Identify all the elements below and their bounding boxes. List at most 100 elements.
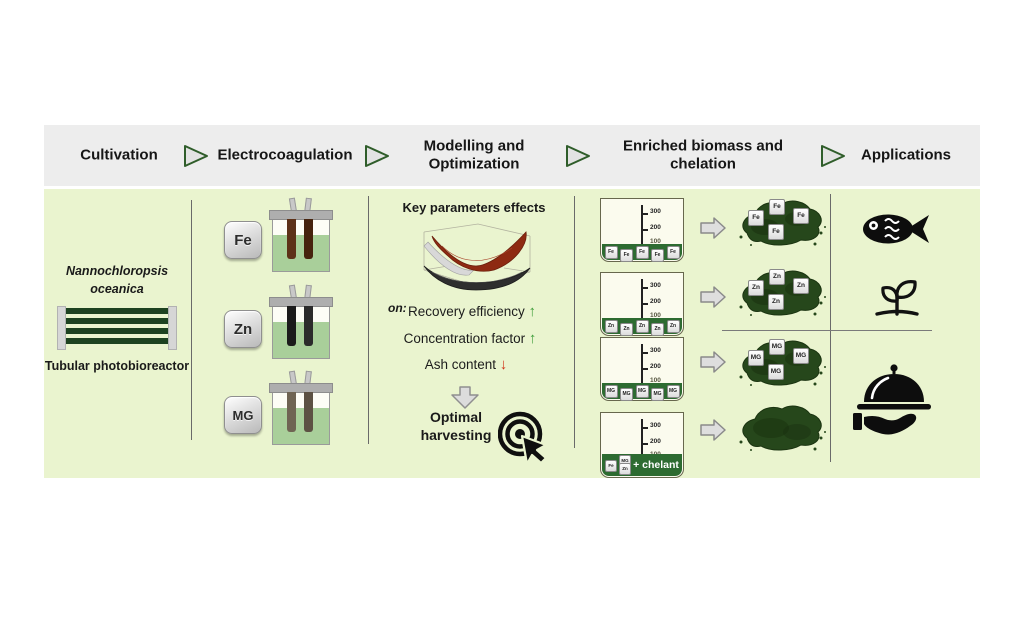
- metal-chip: Fe: [769, 199, 785, 215]
- flow-arrow-icon: [821, 144, 845, 167]
- metal-key-fe: Fe: [224, 221, 262, 259]
- scale-label: 200: [650, 298, 661, 305]
- metal-chip: Zn: [635, 319, 649, 333]
- biomass-pile-mg: MG MG MG MG: [735, 337, 827, 389]
- cell-lid: [269, 383, 333, 393]
- metal-chip: MG: [768, 364, 784, 380]
- scale-label: 100: [650, 312, 661, 319]
- scale-label: 200: [650, 224, 661, 231]
- column-divider: [191, 200, 192, 440]
- target-cursor-icon: [498, 411, 548, 466]
- metal-chip: Fe: [748, 210, 764, 226]
- metal-chip: Zn: [619, 463, 631, 475]
- scale-tick: [641, 287, 648, 289]
- right-arrow-icon: [700, 351, 726, 373]
- metal-key-label: Fe: [234, 231, 252, 249]
- settling-beaker-fe: 300 200 100 Fe Fe Fe Fe Fe: [600, 198, 684, 262]
- metal-chip: MG: [604, 384, 618, 398]
- stage-electrocoagulation: Electrocoagulation: [217, 146, 352, 165]
- applications-divider: [722, 330, 932, 331]
- food-serving-icon: [853, 364, 931, 435]
- metal-chip: Fe: [768, 224, 784, 240]
- flow-arrow-icon: [566, 144, 590, 167]
- tubular-photobioreactor-graphic: [57, 306, 177, 350]
- reactor-tube: [63, 318, 171, 324]
- right-arrow-icon: [700, 419, 726, 441]
- right-arrow-icon: [700, 217, 726, 239]
- cell-lid: [269, 297, 333, 307]
- scale-tick: [641, 213, 648, 215]
- up-arrow-icon: ↑: [528, 330, 537, 347]
- metal-chip: MG: [769, 339, 785, 355]
- settled-biomass: Fe Fe Fe Fe Fe: [602, 244, 682, 262]
- flow-arrow-icon: [184, 144, 208, 167]
- stage-label-text: Modelling and: [423, 136, 525, 154]
- right-arrow-icon: [700, 286, 726, 308]
- stage-enriched-biomass: Enriched biomass and chelation: [623, 137, 783, 175]
- seedling-icon: [875, 280, 919, 316]
- metal-chip: Fe: [651, 248, 664, 262]
- scale-tick: [641, 443, 648, 445]
- electrode: [304, 219, 313, 259]
- column-divider: [368, 196, 369, 444]
- electrode: [304, 392, 313, 432]
- optimal-line: Optimal: [429, 409, 483, 425]
- electrocoagulation-cell-zn: [269, 284, 333, 359]
- effect-ash-content: Ash content ↓: [356, 356, 576, 373]
- scale-label: 100: [650, 377, 661, 384]
- metal-chip: Fe: [666, 245, 680, 259]
- settled-biomass: MG MG MG MG MG: [602, 383, 682, 401]
- species-name: Nannochloropsis oceanica: [42, 263, 192, 298]
- reactor-end-cap: [57, 306, 66, 350]
- culture-liquid: [273, 408, 329, 444]
- key-parameters-title: Key parameters effects: [402, 200, 546, 215]
- effect-recovery-efficiency: Recovery efficiency ↑: [362, 303, 582, 320]
- reactor-end-cap: [168, 306, 177, 350]
- stage-modelling-optimization: Modelling and Optimization: [424, 137, 525, 175]
- scale-tick: [641, 229, 648, 231]
- reactor-tube: [63, 338, 171, 344]
- reactor-tube: [63, 308, 171, 314]
- metal-chip: Zn: [651, 322, 664, 336]
- scale-label: 200: [650, 363, 661, 370]
- optimal-harvesting-label: Optimal harvesting: [421, 408, 492, 444]
- settling-beaker-zn: 300 200 100 Zn Zn Zn Zn Zn: [600, 272, 684, 336]
- metal-chip: MG: [620, 387, 633, 401]
- settled-biomass: Zn Zn Zn Zn Zn: [602, 318, 682, 336]
- scale-label: 300: [650, 282, 661, 289]
- scale-label: 100: [650, 238, 661, 245]
- cell-lid: [269, 210, 333, 220]
- electrode: [287, 306, 296, 346]
- cell-vessel: [272, 392, 330, 445]
- metal-chip: Zn: [748, 280, 764, 296]
- scale-tick: [641, 352, 648, 354]
- cell-vessel: [272, 219, 330, 272]
- settling-beaker-chelant: 300 200 100 Fe MG Zn + chelant: [600, 412, 684, 478]
- on-label: on:: [388, 301, 407, 315]
- column-divider: [830, 194, 831, 462]
- metal-chip: MG: [666, 384, 680, 398]
- scale-label: 300: [650, 347, 661, 354]
- volume-scale: [641, 344, 643, 384]
- biomass-blob: [739, 405, 826, 451]
- settling-beaker-mg: 300 200 100 MG MG MG MG MG: [600, 337, 684, 401]
- effect-concentration-factor: Concentration factor ↑: [360, 330, 580, 347]
- metal-chip: MG: [635, 384, 649, 398]
- volume-scale: [641, 419, 643, 459]
- response-surface-plot: [423, 223, 531, 291]
- scale-label: 300: [650, 208, 661, 215]
- metal-chip: Fe: [793, 208, 809, 224]
- fish-icon: [863, 214, 929, 244]
- biomass-pile-fe: Fe Fe Fe Fe: [735, 197, 827, 249]
- metal-key-mg: MG: [224, 396, 262, 434]
- scale-tick: [641, 303, 648, 305]
- process-header-bar: Cultivation Electrocoagulation Modelling…: [44, 125, 980, 186]
- cell-vessel: [272, 306, 330, 359]
- culture-liquid: [273, 235, 329, 271]
- electrode: [304, 306, 313, 346]
- volume-scale: [641, 279, 643, 319]
- effect-label: Ash content: [424, 357, 497, 372]
- metal-key-zn: Zn: [224, 310, 262, 348]
- effect-label: Recovery efficiency: [407, 304, 525, 319]
- metal-chip: Fe: [604, 245, 618, 259]
